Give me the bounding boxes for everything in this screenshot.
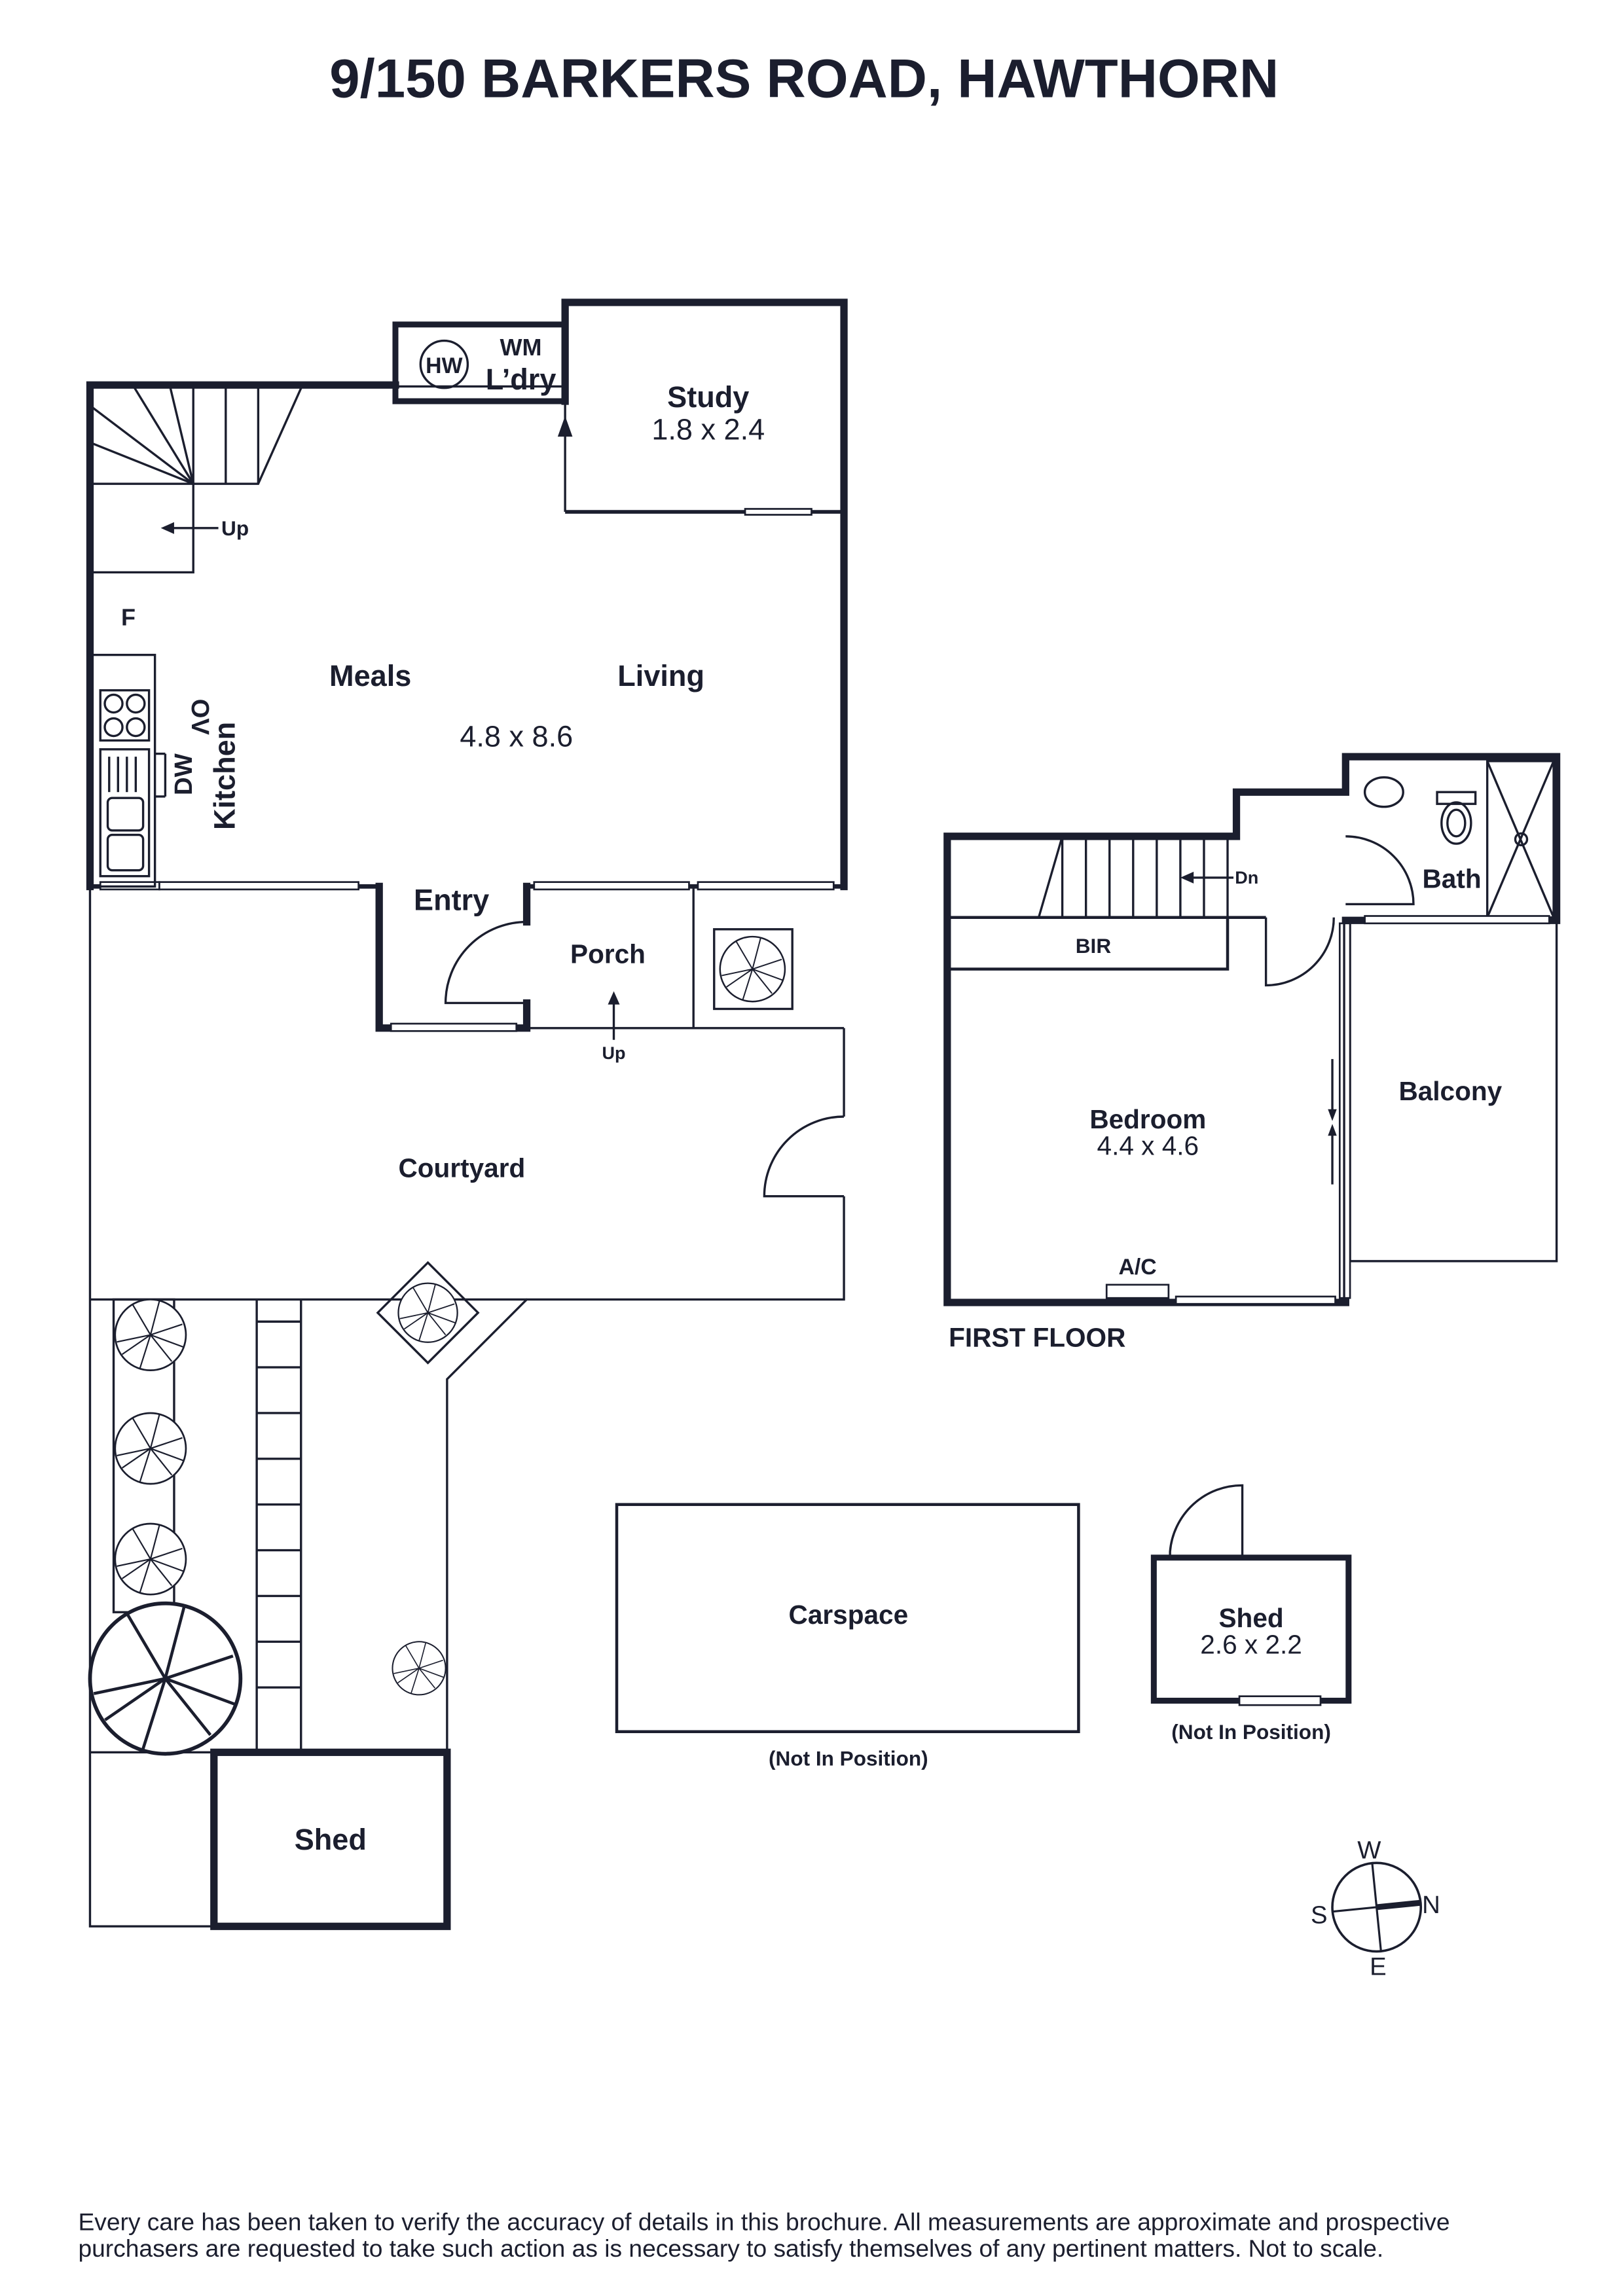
bedroom-dims: 4.4 x 4.6 xyxy=(1097,1131,1199,1161)
bir xyxy=(947,917,1230,971)
carspace-label: Carspace xyxy=(789,1600,909,1630)
sink-icon xyxy=(99,748,167,878)
carspace: Carspace (Not In Position) xyxy=(615,1503,1080,1770)
shed2-note: (Not In Position) xyxy=(1171,1720,1331,1744)
dishwasher-label: DW xyxy=(170,753,198,795)
arrow-icon xyxy=(160,522,174,534)
page-title: 9/150 BARKERS ROAD, HAWTHORN xyxy=(329,48,1279,109)
tree-icon xyxy=(719,935,786,1003)
oven-label: OV xyxy=(186,699,214,736)
porch-up-label: Up xyxy=(602,1043,625,1063)
arrow-icon xyxy=(557,416,573,437)
fridge-label: F xyxy=(121,604,136,631)
shed2-label: Shed xyxy=(1219,1603,1284,1633)
window xyxy=(697,881,835,891)
shed-label: Shed xyxy=(295,1823,367,1856)
tree-icon xyxy=(90,1604,240,1754)
bir-label: BIR xyxy=(1076,934,1112,958)
disclaimer-line-2: purchasers are requested to take such ac… xyxy=(78,2234,1383,2262)
meals-label: Meals xyxy=(329,659,411,692)
window xyxy=(1238,1695,1322,1706)
staircase-down xyxy=(1037,836,1234,918)
study-dims: 1.8 x 2.4 xyxy=(651,413,765,446)
window xyxy=(390,1022,518,1032)
shed-2: Shed 2.6 x 2.2 (Not In Position) xyxy=(1150,1484,1352,1744)
kitchen-bench xyxy=(88,653,156,888)
stair-down-label: Dn xyxy=(1235,868,1258,888)
compass-s: S xyxy=(1311,1901,1328,1929)
first-floor-label: FIRST FLOOR xyxy=(949,1323,1125,1353)
tree-icon xyxy=(392,1641,447,1696)
entry-door xyxy=(444,920,527,1005)
courtyard-left-boundary xyxy=(88,886,214,1928)
courtyard-label: Courtyard xyxy=(399,1153,526,1183)
toilet-icon xyxy=(1436,791,1477,845)
arrow-icon xyxy=(1180,871,1194,884)
ac-label: A/C xyxy=(1118,1255,1156,1280)
planter xyxy=(713,928,793,1011)
bath-label: Bath xyxy=(1423,864,1482,894)
tree-icon xyxy=(114,1522,187,1596)
window xyxy=(1175,1295,1336,1305)
disclaimer-line-1: Every care has been taken to verify the … xyxy=(78,2208,1450,2235)
window xyxy=(744,508,812,516)
bath-door xyxy=(1345,835,1415,906)
tree-icon xyxy=(397,1282,458,1343)
window xyxy=(158,881,359,891)
laundry xyxy=(392,321,568,404)
courtyard-door xyxy=(763,1115,845,1198)
compass-w: W xyxy=(1357,1837,1381,1865)
first-floor: Dn BIR Bath Balcony xyxy=(943,753,1561,1353)
staircase xyxy=(89,384,304,574)
ground-floor: Shed xyxy=(86,298,848,1930)
ac-unit xyxy=(1105,1283,1170,1299)
balcony-label: Balcony xyxy=(1398,1076,1502,1106)
living-dims: 4.8 x 8.6 xyxy=(460,719,573,753)
laundry-label: L’dry xyxy=(486,363,556,396)
tree-icon xyxy=(114,1412,187,1485)
sliding-door xyxy=(1328,922,1351,1299)
kitchen-label: Kitchen xyxy=(208,722,241,830)
window xyxy=(1364,915,1550,925)
shed-door xyxy=(1169,1484,1244,1558)
stair-up-label: Up xyxy=(221,516,249,540)
bedroom-label: Bedroom xyxy=(1089,1104,1206,1134)
porch-label: Porch xyxy=(570,939,646,969)
study-label: Study xyxy=(667,380,749,414)
bedroom-door xyxy=(1264,917,1335,987)
hw-label: HW xyxy=(426,353,462,378)
basin-icon xyxy=(1363,776,1404,808)
stepping-path xyxy=(255,1299,302,1753)
cooktop-icon xyxy=(99,689,151,742)
shed xyxy=(210,1748,451,1930)
hot-water-icon xyxy=(419,339,469,389)
carspace-note: (Not In Position) xyxy=(769,1747,928,1770)
entry-label: Entry xyxy=(414,883,489,916)
planter-diamond xyxy=(376,1261,480,1365)
tree-icon xyxy=(114,1299,187,1371)
shed2-dims: 2.6 x 2.2 xyxy=(1200,1629,1302,1659)
living-label: Living xyxy=(617,659,704,692)
shower-icon xyxy=(1486,760,1555,919)
compass-n: N xyxy=(1422,1891,1440,1919)
first-floor-walls xyxy=(943,753,1561,1306)
compass-icon: W N S E xyxy=(1311,1837,1440,1981)
wm-label: WM xyxy=(500,334,542,361)
compass-e: E xyxy=(1370,1953,1387,1981)
arrow-icon xyxy=(608,991,620,1005)
courtyard-boundary xyxy=(446,1196,845,1753)
window xyxy=(533,881,690,891)
